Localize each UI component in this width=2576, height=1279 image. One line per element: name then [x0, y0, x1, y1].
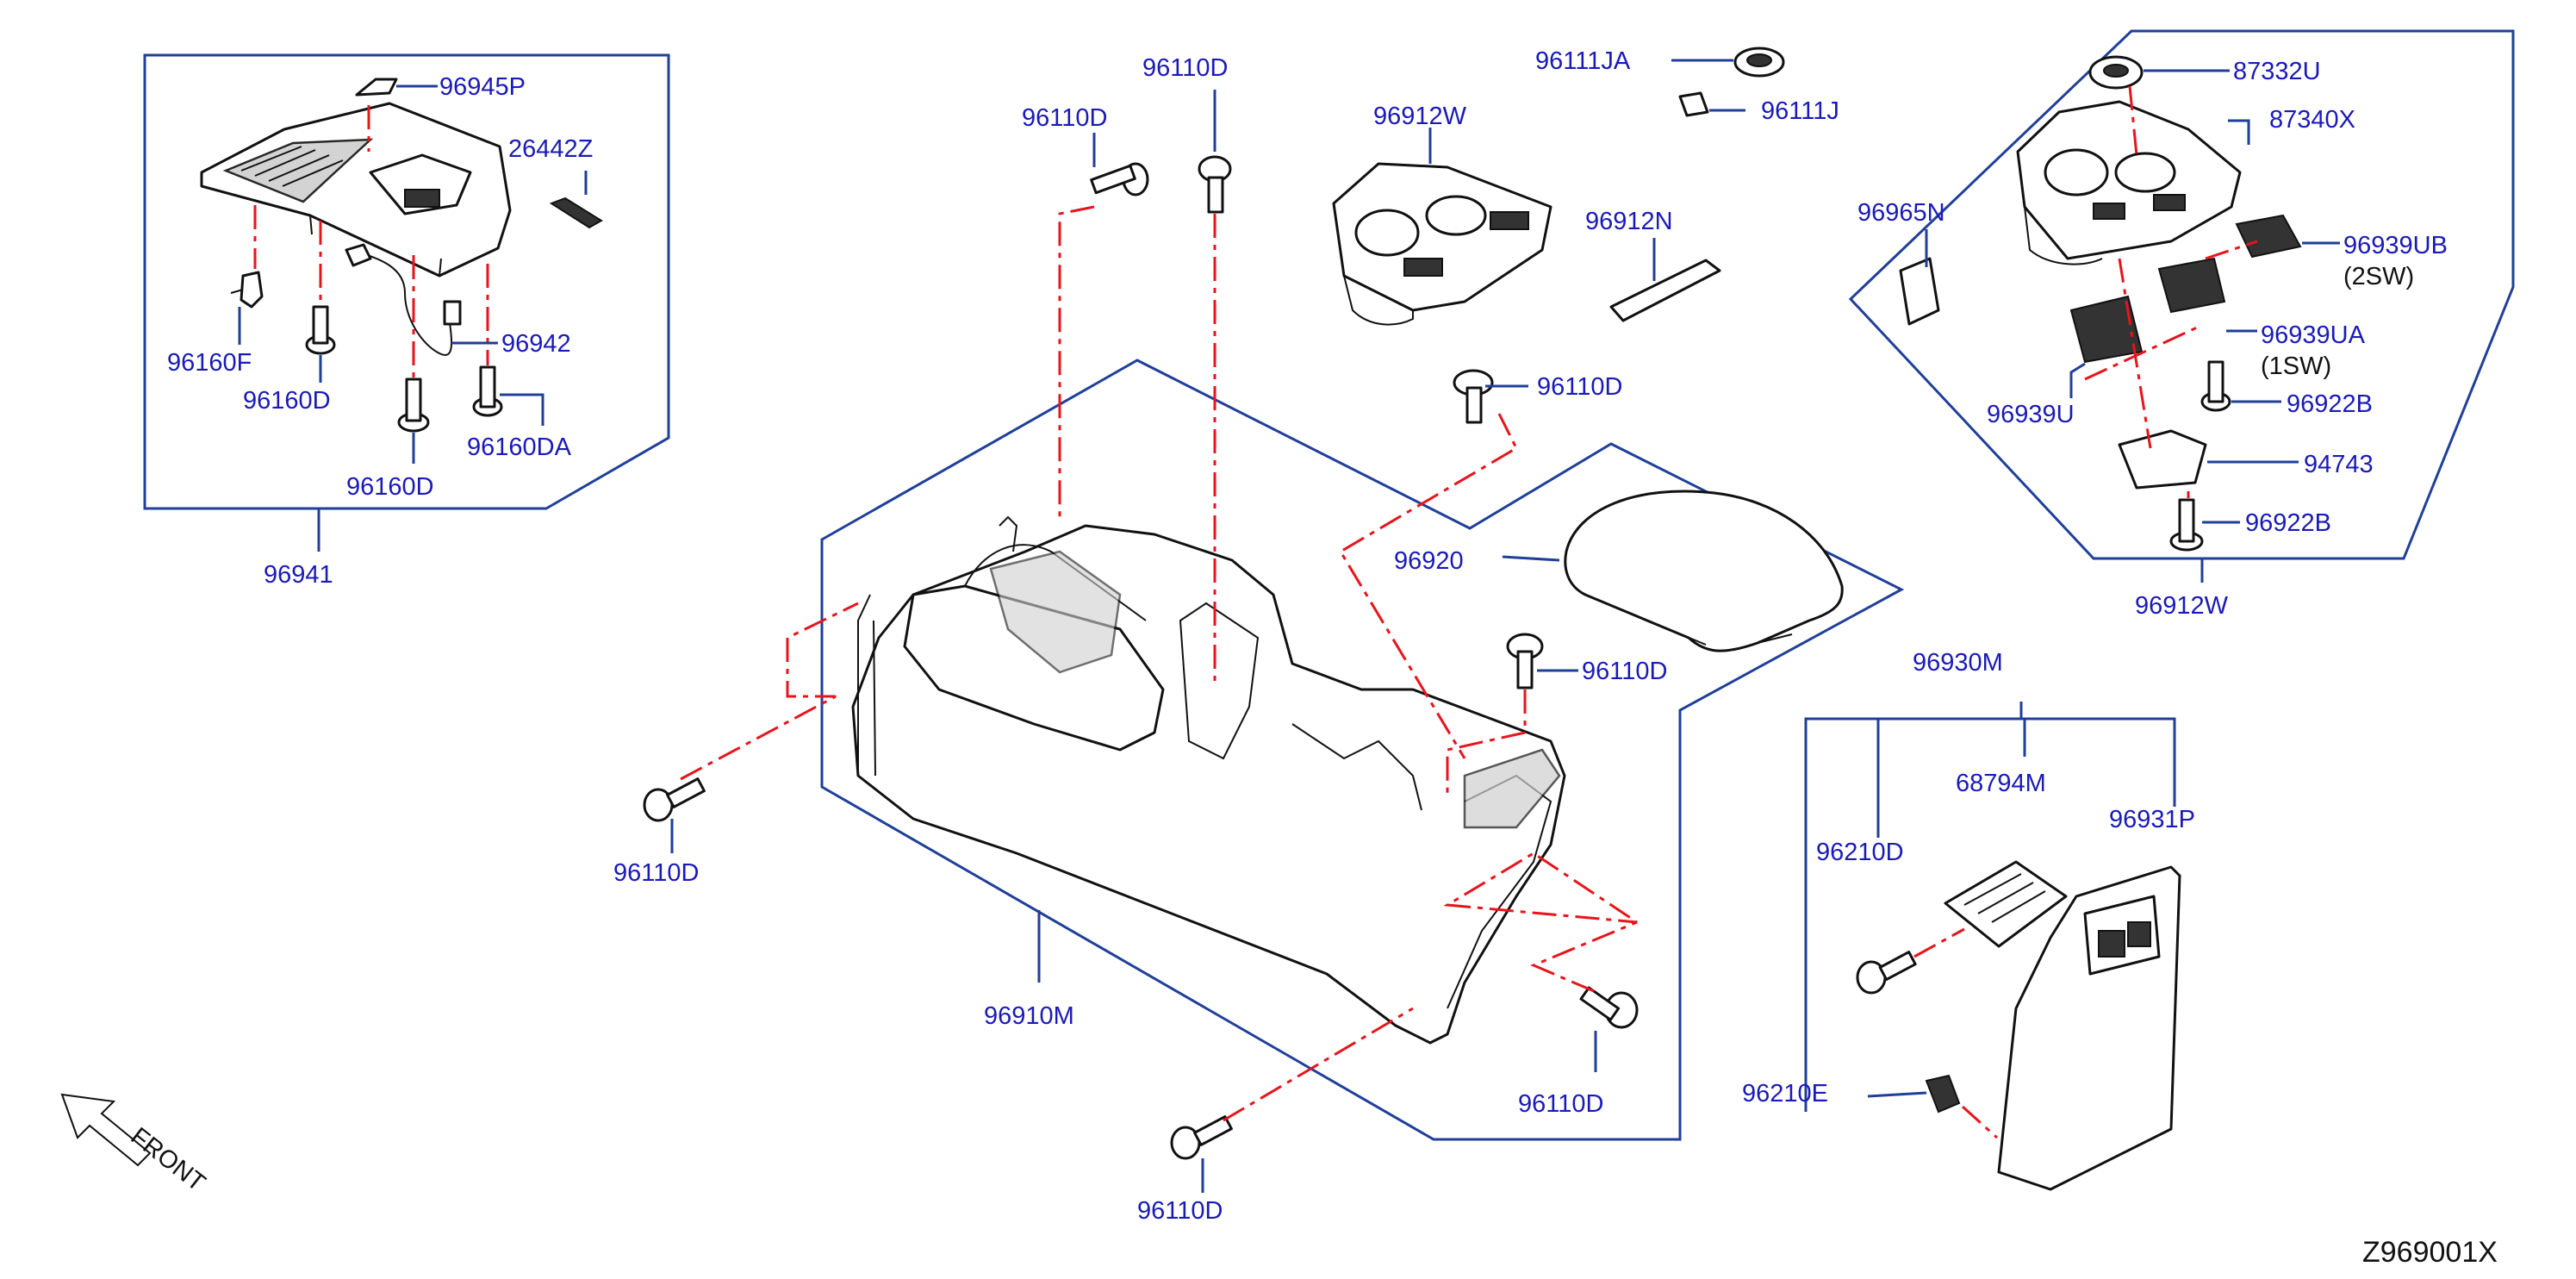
label-96210E: 96210E: [1742, 1080, 1828, 1107]
clip-26442Z-part: [549, 197, 603, 229]
label-96939UA: 96939UA: [2261, 321, 2366, 349]
screw-96922B-upper: [2200, 360, 2231, 412]
console-finisher-panel: [200, 102, 512, 278]
label-96111J: 96111J: [1761, 97, 1839, 125]
label-96920: 96920: [1394, 547, 1464, 575]
phantom-96110D-3: [1338, 413, 1518, 759]
phantom-96110D-5: [680, 602, 859, 781]
phantom-96939UB: [2205, 240, 2258, 260]
label-96110D-left: 96110D: [613, 859, 699, 887]
label-96160D-center: 96160D: [346, 473, 434, 501]
screw-96160D-left: [305, 305, 336, 355]
label-96110D-top-left: 96110D: [1022, 104, 1107, 132]
phantom-96939UA: [2084, 326, 2198, 381]
label-96939UB: 96939UB: [2343, 232, 2448, 259]
clip-96210E: [1925, 1074, 1961, 1114]
screw-96110D-top-left: [1090, 162, 1149, 197]
switch-96939U: [2069, 295, 2144, 364]
phantom-87332U: [2128, 85, 2138, 156]
cup-holder-96912W: [1332, 128, 1552, 326]
label-94743: 94743: [2304, 451, 2374, 478]
label-96939U: 96939U: [1987, 401, 2075, 428]
label-96945P: 96945P: [439, 73, 526, 101]
rear-finisher-96931P: [1997, 865, 2181, 1191]
phantom-96210D: [1913, 927, 1965, 958]
screw-96110D-top-center: [1198, 155, 1232, 214]
phantom-94743: [2118, 258, 2152, 449]
label-26442Z: 26442Z: [508, 135, 593, 163]
label-96910M: 96910M: [984, 1002, 1074, 1030]
switch-96111J: [1678, 91, 1745, 117]
label-96942: 96942: [501, 330, 571, 358]
finisher-96912N: [1609, 238, 1721, 322]
leader-96939U: [2069, 362, 2086, 398]
label-96160F: 96160F: [167, 349, 252, 377]
ring-87332U: [2088, 55, 2144, 90]
ring-96111JA: [1671, 47, 1785, 78]
phantom-96110D-7: [1223, 1007, 1414, 1122]
group-box-console-finisher: [143, 53, 670, 510]
bracket-96965N: [1899, 257, 1940, 326]
group-box-console-main: [820, 359, 1905, 1141]
screw-96110D-right: [1506, 633, 1544, 689]
label-96930M: 96930M: [1913, 649, 2003, 677]
label-96110D-bottom: 96110D: [1137, 1197, 1223, 1225]
label-87340X: 87340X: [2269, 106, 2355, 134]
label-96110D-mid: 96110D: [1537, 373, 1622, 401]
label-68794M: 68794M: [1956, 770, 2046, 797]
diagram-id: Z969001X: [2362, 1236, 2498, 1269]
screw-96110D-mid-right: [1453, 369, 1494, 424]
leader-87340X: [2228, 119, 2250, 145]
phantom-96110D-6: [1443, 852, 1638, 993]
label-2SW: (2SW): [2343, 263, 2414, 290]
label-96160DA: 96160DA: [467, 434, 572, 461]
switch-96939UA: [2157, 257, 2226, 314]
clip-96160F-part: [230, 271, 264, 309]
group-box-cup-holder: [1848, 29, 2515, 560]
label-96210D: 96210D: [1816, 839, 1904, 866]
console-body-96910M: [851, 515, 1566, 1045]
phantom-96110D-4: [1446, 689, 1527, 793]
leader-96920: [1502, 555, 1560, 562]
harness-96942-part: [345, 243, 462, 356]
screw-96110D-lower-right: [1579, 986, 1639, 1029]
label-96912N: 96912N: [1585, 208, 1673, 235]
screw-96160DA-part: [472, 365, 503, 417]
leader-96210E: [1867, 1091, 1927, 1098]
mat-96945P-part: [355, 78, 398, 97]
label-96111JA: 96111JA: [1535, 47, 1631, 75]
screw-96110D-bottom: [1170, 1115, 1233, 1160]
label-96160D-left: 96160D: [243, 387, 331, 415]
label-96941: 96941: [264, 561, 333, 589]
phantom-96210E: [1961, 1105, 1999, 1139]
label-96110D-top-center: 96110D: [1142, 54, 1228, 82]
label-96931P: 96931P: [2109, 806, 2195, 833]
label-96922B-upper: 96922B: [2287, 390, 2373, 418]
label-96110D-lower-right: 96110D: [1518, 1090, 1603, 1118]
vent-68794M: [1944, 860, 2068, 948]
label-96912W-center: 96912W: [1373, 103, 1467, 130]
front-arrow-icon: [60, 1093, 152, 1167]
armrest-lid-96920: [1564, 490, 1844, 652]
leader-96160DA: [500, 393, 544, 426]
screw-96922B-lower: [2169, 498, 2204, 552]
bracket-94743: [2118, 429, 2207, 490]
screw-96110D-left: [643, 777, 706, 822]
label-87332U: 87332U: [2233, 58, 2321, 85]
label-96912W-right: 96912W: [2135, 592, 2229, 620]
label-96110D-right: 96110D: [1582, 658, 1667, 685]
screw-96210D: [1856, 951, 1917, 995]
phantom-96110D-1: [1058, 205, 1095, 517]
screw-96160D-center: [397, 377, 430, 433]
label-96965N: 96965N: [1857, 199, 1945, 227]
switch-96939UB: [2235, 214, 2302, 259]
cup-holder-87340X: [2016, 100, 2242, 265]
label-96922B-lower: 96922B: [2245, 509, 2331, 537]
label-1SW: (1SW): [2261, 353, 2331, 380]
